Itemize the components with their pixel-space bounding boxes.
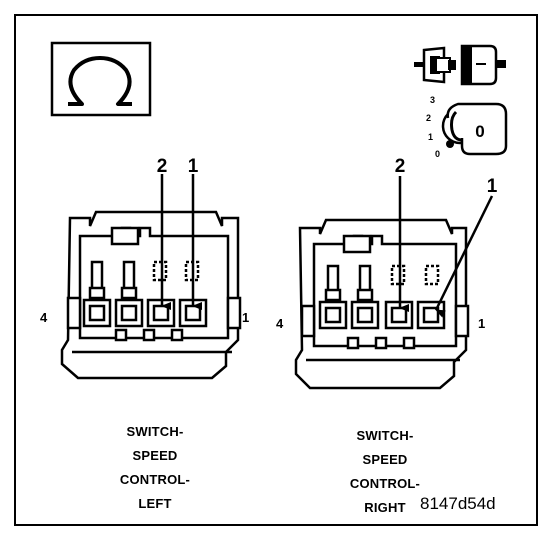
ignition-key-icon: 0 3 2 1 0 <box>426 95 508 159</box>
ohm-icon <box>68 56 132 106</box>
caption-left-line-2: SPEED <box>132 448 178 463</box>
key-position-1: 1 <box>428 132 433 142</box>
key-position-dot <box>446 140 454 148</box>
left-pin-1-label: 1 <box>188 156 199 177</box>
caption-left-line-1: SWITCH- <box>126 424 184 439</box>
key-position-3: 3 <box>430 95 435 105</box>
ohmmeter-symbol <box>50 41 152 117</box>
right-pin-arrows <box>398 176 494 318</box>
caption-right-line-2: SPEED <box>362 452 408 467</box>
connector-icon <box>414 44 506 86</box>
connector-left <box>60 210 242 380</box>
right-side-4-label: 4 <box>276 316 284 331</box>
key-label: 0 <box>475 122 484 141</box>
caption-right-line-3: CONTROL- <box>349 476 421 491</box>
key-position-2: 2 <box>426 113 431 123</box>
left-pin-arrows <box>160 174 202 310</box>
left-pin-2-label: 2 <box>157 156 168 177</box>
right-pin-1-label: 1 <box>487 176 498 197</box>
caption-right-line-4: RIGHT <box>364 500 406 515</box>
figure-id: 8147d54d <box>420 494 496 513</box>
caption-right: SWITCH- SPEED CONTROL- RIGHT <box>330 424 440 520</box>
right-side-1-label: 1 <box>478 316 485 331</box>
left-side-4-label: 4 <box>40 310 48 325</box>
caption-left-line-4: LEFT <box>138 496 172 511</box>
caption-right-line-1: SWITCH- <box>356 428 414 443</box>
connector-right <box>294 218 470 390</box>
diagram-frame <box>14 14 538 526</box>
key-position-0: 0 <box>435 149 440 159</box>
left-side-1-label: 1 <box>242 310 249 325</box>
right-pin-2-label: 2 <box>395 156 406 177</box>
caption-left-line-3: CONTROL- <box>119 472 191 487</box>
caption-left: SWITCH- SPEED CONTROL- LEFT <box>100 420 210 516</box>
